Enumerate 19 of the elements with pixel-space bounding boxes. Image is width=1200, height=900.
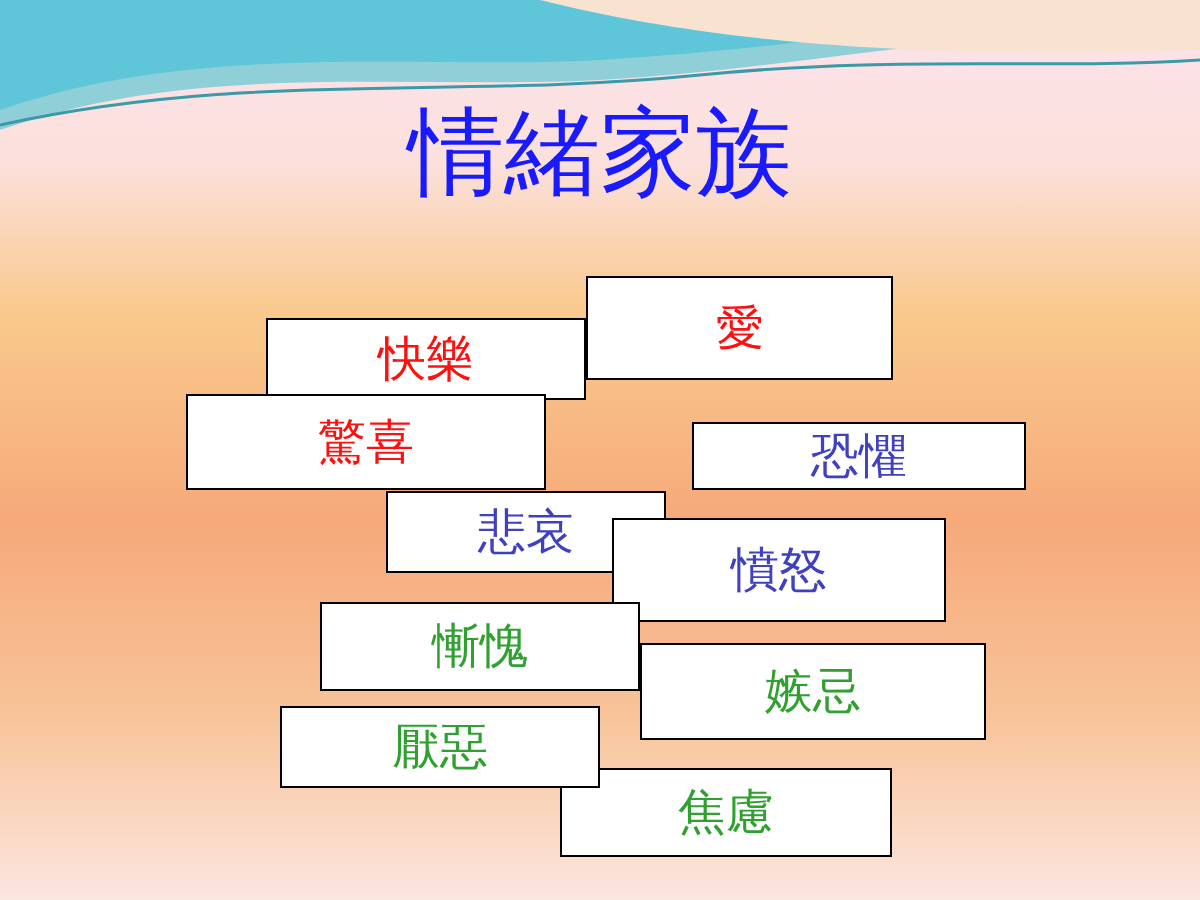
emotion-word: 快樂 bbox=[378, 332, 474, 386]
emotion-card bbox=[266, 318, 586, 400]
emotion-card bbox=[280, 706, 600, 788]
emotion-word: 恐懼 bbox=[811, 429, 907, 483]
emotion-word: 焦慮 bbox=[678, 786, 774, 839]
emotion-card bbox=[320, 602, 640, 691]
emotion-card bbox=[560, 768, 892, 857]
emotion-word: 憤怒 bbox=[731, 543, 827, 597]
emotion-word: 嫉忌 bbox=[765, 665, 861, 718]
emotion-card bbox=[640, 643, 986, 740]
emotion-card bbox=[692, 422, 1026, 490]
emotion-card bbox=[612, 518, 946, 622]
emotion-word: 慚愧 bbox=[432, 620, 528, 673]
emotion-card bbox=[586, 276, 893, 380]
emotion-card bbox=[186, 394, 546, 490]
emotion-word: 愛 bbox=[715, 301, 764, 355]
emotion-word: 厭惡 bbox=[392, 720, 488, 774]
emotion-word: 驚喜 bbox=[318, 415, 414, 469]
emotion-word: 悲哀 bbox=[478, 505, 574, 559]
